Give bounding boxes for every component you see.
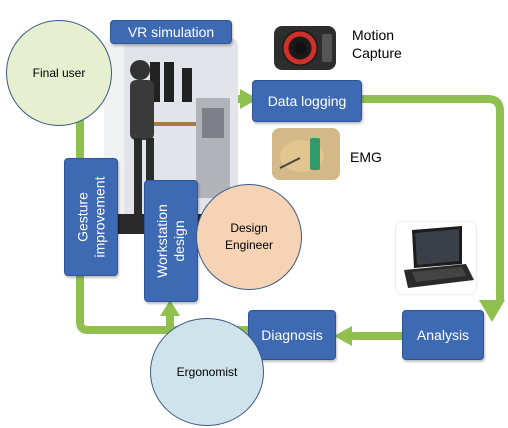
ergonomist-label: Ergonomist (176, 365, 238, 379)
motion-capture-camera-icon (270, 20, 340, 76)
data-logging-label: Data logging (267, 93, 347, 109)
final-user-label: Final user (32, 66, 86, 80)
design-engineer-circle: Design Engineer (196, 184, 302, 290)
gesture-improvement-box: Gesture improvement (64, 158, 118, 276)
vr-simulation-label: VR simulation (127, 24, 215, 40)
analysis-label: Analysis (416, 327, 470, 343)
ergonomist-circle: Ergonomist (150, 318, 264, 426)
motion-capture-label: Motion Capture (352, 27, 402, 61)
workstation-design-label: Workstation design (154, 204, 188, 278)
diagnosis-box: Diagnosis (248, 310, 336, 360)
data-logging-box: Data logging (252, 80, 362, 122)
vr-simulation-box: VR simulation (110, 20, 232, 44)
gesture-improvement-label: Gesture improvement (74, 176, 108, 258)
laptop-icon (396, 222, 476, 294)
design-engineer-label: Design Engineer (224, 221, 274, 252)
emg-sensor-photo (272, 128, 340, 180)
final-user-circle: Final user (6, 20, 112, 126)
diagnosis-label: Diagnosis (261, 327, 323, 343)
workstation-design-box: Workstation design (144, 180, 198, 302)
emg-label: EMG (350, 149, 382, 165)
analysis-box: Analysis (402, 310, 484, 360)
